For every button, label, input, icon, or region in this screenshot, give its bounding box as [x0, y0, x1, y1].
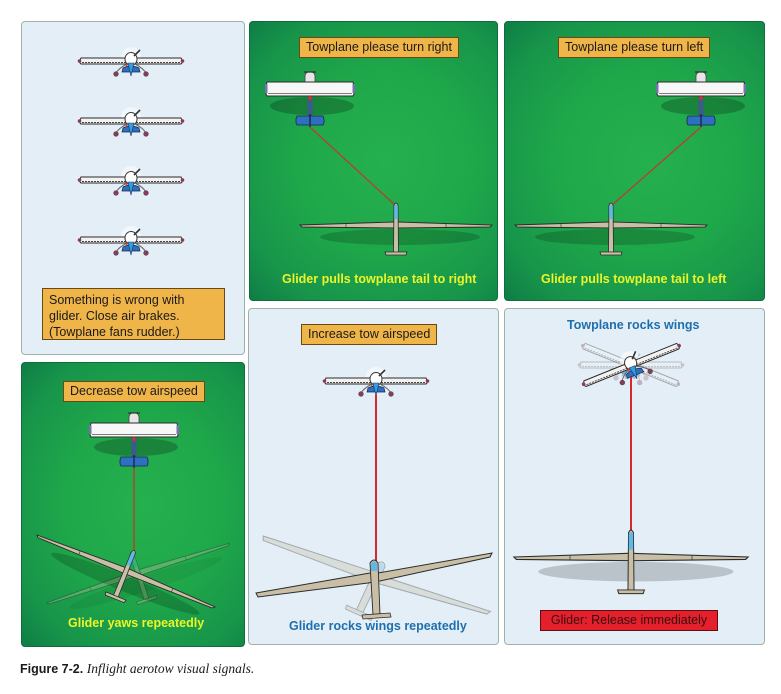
- signal-caption: Glider rocks wings repeatedly: [289, 619, 467, 633]
- signal-caption: Towplane rocks wings: [567, 318, 700, 332]
- turn-left-illustration: [514, 71, 747, 256]
- towplane-front-3: [76, 165, 186, 197]
- panel-increase-airspeed: Increase tow airspeed Glider rocks wings…: [248, 308, 499, 645]
- panel-release-immediately: Towplane rocks wings Glider: Release imm…: [504, 308, 765, 645]
- towplane-front: [321, 366, 431, 398]
- signal-caption: Glider pulls towplane tail to right: [282, 272, 477, 286]
- panel-turn-left: Towplane please turn left Glider pulls t…: [504, 21, 765, 301]
- signal-label: Something is wrong with glider. Close ai…: [42, 288, 225, 340]
- towplane-top: [264, 71, 356, 128]
- turn-right-illustration: [264, 71, 493, 256]
- glider-top: [513, 529, 749, 595]
- signal-label: Increase tow airspeed: [301, 324, 438, 345]
- signal-label: Towplane please turn right: [299, 37, 459, 58]
- glider-rocking: [255, 552, 493, 620]
- towplane-front-1: [76, 46, 186, 78]
- increase-airspeed-illustration: [250, 366, 493, 644]
- towplane-front-4: [76, 225, 186, 257]
- figure-number: Figure 7-2.: [20, 662, 84, 676]
- figure-caption: Figure 7-2. Inflight aerotow visual sign…: [20, 661, 254, 677]
- signal-caption: Glider yaws repeatedly: [68, 616, 205, 630]
- panel-fans-rudder: Something is wrong with glider. Close ai…: [21, 21, 245, 355]
- glider-top: [514, 202, 708, 256]
- panel-turn-right: Towplane please turn right Glider pulls …: [249, 21, 498, 301]
- panel-decrease-airspeed: Decrease tow airspeed Glider yaws repeat…: [21, 362, 245, 647]
- signal-label: Decrease tow airspeed: [63, 381, 205, 402]
- towplane-top: [88, 412, 180, 469]
- tow-rope: [610, 126, 702, 207]
- signal-caption: Glider pulls towplane tail to left: [541, 272, 727, 286]
- towplane-top: [655, 71, 747, 128]
- figure-description: Inflight aerotow visual signals.: [86, 661, 255, 676]
- tow-rope: [309, 126, 397, 207]
- decrease-airspeed-illustration: [25, 412, 240, 636]
- glider-top: [299, 202, 493, 256]
- towplane-front-2: [76, 106, 186, 138]
- release-immediately-illustration: [513, 331, 749, 595]
- release-label: Glider: Release immediately: [540, 610, 718, 631]
- signal-label: Towplane please turn left: [558, 37, 711, 58]
